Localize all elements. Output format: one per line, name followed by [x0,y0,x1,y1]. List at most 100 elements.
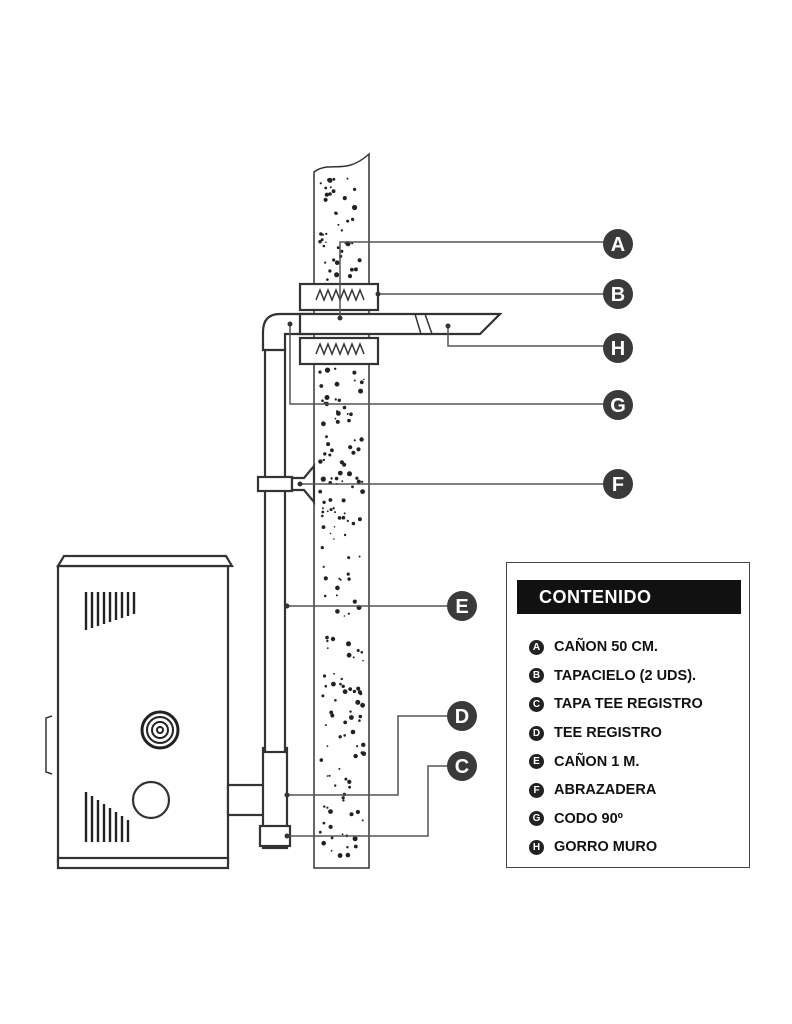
wall-speckle [320,476,326,482]
svg-text:A: A [611,234,625,256]
svg-text:C: C [455,756,469,778]
wall-speckle [321,510,325,514]
wall-speckle [358,388,364,394]
wall-speckle [330,477,333,480]
wall-speckle [328,824,333,830]
wall-speckle [326,442,331,447]
wall-speckle [351,521,356,526]
wall-speckle [334,511,336,514]
legend-list: A CAÑON 50 CM. B TAPACIELO (2 UDS). C TA… [529,633,703,862]
wall-speckle [332,177,336,181]
wall-speckle [318,459,323,464]
wall-speckle [326,745,329,747]
pipe-1m [263,346,287,754]
wall-speckle [360,489,365,494]
svg-text:E: E [455,596,468,618]
stove-vents-bottom [84,792,130,842]
legend-item-e: E CAÑON 1 M. [529,747,703,776]
wall-speckle [343,734,347,737]
wall-speckle [346,641,351,647]
wall-speckle [334,784,337,787]
wall-speckle [330,713,335,718]
wall-speckle [356,447,361,452]
wall-speckle [324,684,328,688]
wall-texture [318,177,367,858]
wall-speckle [322,244,326,248]
wall-speckle [347,274,353,279]
wall-speckle [329,508,333,512]
legend-label-f: ABRAZADERA [554,782,657,799]
wall-speckle [334,211,337,215]
legend-label-h: GORRO MURO [554,839,658,856]
svg-text:B: B [611,284,625,306]
wall-speckle [347,418,351,423]
wall-speckle [337,516,342,520]
legend-key-h: H [529,839,544,855]
wall-speckle [358,555,361,558]
wall-speckle [324,261,327,264]
wall-speckle [321,694,325,698]
stove-flue-outlet [131,780,171,820]
callout-h: H [603,333,633,363]
wall-speckle [337,853,343,858]
wall-speckle [334,260,340,266]
legend-key-b: B [529,668,544,684]
wall-speckle [337,223,340,226]
wall-speckle [334,398,337,401]
wall-speckle [346,572,350,576]
legend-title: CONTENIDO [517,580,741,614]
wall-speckle [360,702,365,708]
wall-speckle [347,556,351,560]
wall-speckle [328,269,332,273]
wall-speckle [355,809,360,815]
callout-c: C [447,751,477,781]
wall-speckle [323,805,326,808]
ceiling-plates [298,282,380,366]
wall-speckle [319,232,323,236]
wall-speckle [357,258,362,263]
legend-label-a: CAÑON 50 CM. [554,639,658,656]
wall-speckle [335,410,339,413]
wall-speckle [350,267,354,272]
wall-speckle [355,476,359,480]
wall [313,152,370,869]
wall-speckle [349,812,354,817]
wall-speckle [321,514,324,518]
wall-speckle [323,197,328,202]
wall-speckle [335,594,338,597]
wall-speckle [333,538,335,540]
wall-speckle [341,498,346,503]
wall-speckle [352,370,357,375]
legend-label-b: TAPACIELO (2 UDS). [554,667,697,684]
wall-speckle [329,186,332,189]
wall-speckle [346,177,349,180]
wall-speckle [336,246,340,250]
wall-speckle [360,751,364,755]
wall-speckle [343,720,348,725]
wall-speckle [335,419,340,424]
wall-speckle [352,656,355,659]
legend-key-d: D [529,725,544,741]
wall-speckle [340,677,343,681]
leader-lines [284,241,604,839]
legend-item-a: A CAÑON 50 CM. [529,633,703,662]
wall-speckle [321,507,324,510]
wall-speckle [325,232,328,235]
wall-speckle [337,398,341,402]
wall-speckle [353,379,356,382]
wall-speckle [326,278,329,281]
legend-label-d: TEE REGISTRO [554,725,662,742]
wall-speckle [351,217,355,221]
wall-speckle [340,249,344,253]
legend-key-f: F [529,782,544,798]
wall-speckle [355,699,361,705]
stove-vents-top [84,592,136,630]
wall-speckle [359,437,364,442]
wall-speckle [341,515,346,520]
wall-speckle [353,439,356,442]
wall-speckle [346,652,352,658]
wall-speckle [330,849,333,852]
wall-speckle [356,649,360,652]
wall-speckle [344,777,348,781]
wall-speckle [330,636,336,642]
